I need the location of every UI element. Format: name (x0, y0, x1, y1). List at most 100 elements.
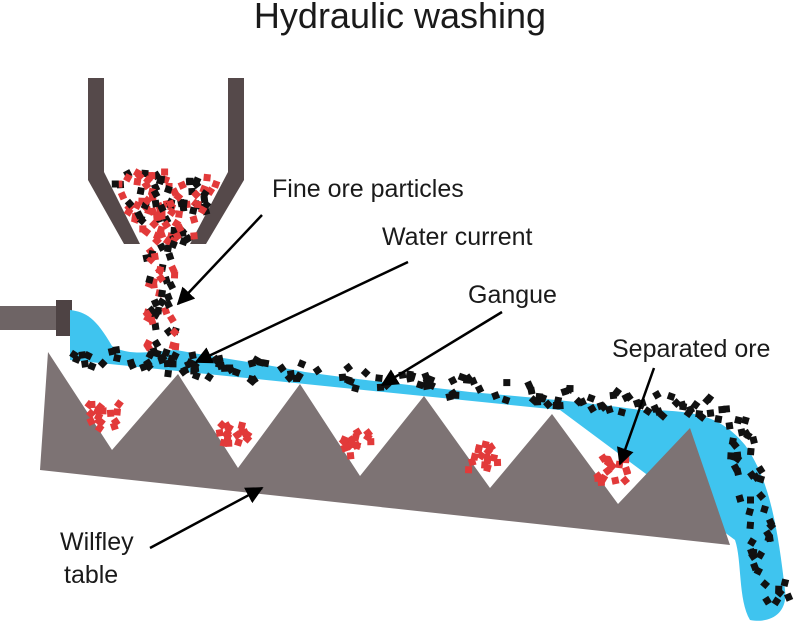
falling-particle (161, 306, 171, 316)
gangue-particle (556, 401, 564, 410)
gangue-particle (746, 521, 755, 530)
hopper-particle (136, 186, 145, 196)
wilfley-table (40, 352, 730, 545)
hopper-particle (203, 173, 211, 182)
separated-ore-particle (363, 432, 373, 442)
hopper-particle (191, 179, 202, 190)
gangue-particle (78, 351, 87, 359)
falling-particle (170, 271, 179, 279)
hopper-particle (170, 226, 178, 235)
gangue-particle (734, 416, 743, 425)
separated-ore-particle (86, 416, 96, 427)
falling-particle (167, 314, 177, 324)
separated-ore-particle (242, 433, 253, 444)
gangue-particle (756, 474, 766, 484)
hopper-particle (157, 203, 167, 213)
gangue-particle (139, 362, 149, 372)
hopper-particle (166, 199, 176, 209)
hopper-particle (179, 198, 188, 207)
separated-ore-particle (113, 399, 124, 410)
hopper (88, 78, 244, 244)
gangue-particle (164, 369, 173, 378)
gangue-particle (753, 566, 764, 576)
gangue-particle (609, 391, 618, 400)
falling-particle (171, 342, 180, 351)
water-inlet-pipe (0, 300, 72, 336)
hopper-particle (173, 191, 184, 202)
falling-particle (156, 297, 167, 308)
hopper-particle (157, 230, 167, 239)
separated-ore-particle (602, 465, 613, 476)
water-current-label: Water current (382, 223, 533, 251)
gangue-particle (145, 350, 156, 360)
gangue-particle (407, 371, 417, 381)
gangue-particle (107, 347, 117, 356)
gangue-particle (97, 358, 108, 369)
gangue-particle (564, 384, 574, 394)
gangue-particle (747, 470, 757, 480)
gangue-particle (543, 399, 553, 410)
separated-ore-particle (597, 478, 605, 486)
falling-particle (150, 298, 161, 308)
hopper-particle (132, 200, 142, 211)
separated-ore-particle (352, 441, 362, 450)
hopper-particle (143, 175, 153, 186)
separated-ore-particle (483, 463, 492, 473)
gangue-particle (586, 393, 596, 403)
gangue-particle (468, 376, 478, 386)
gangue-particle (528, 395, 539, 406)
separated-ore-particle (92, 406, 102, 416)
falling-particle (155, 265, 165, 275)
gangue-particle (503, 379, 511, 387)
gangue-particle (706, 409, 715, 418)
gangue-particle (422, 377, 432, 387)
falling-particle (151, 338, 162, 349)
hopper-particle (139, 225, 147, 233)
gangue-particle (152, 349, 162, 359)
diagram-title: Hydraulic washing (254, 0, 546, 36)
gangue-particle (760, 504, 769, 514)
falling-particle (150, 252, 159, 261)
gangue-particle (702, 395, 713, 406)
gangue-particle (741, 428, 752, 439)
gangue-particle (112, 353, 122, 363)
gangue-particle (284, 372, 295, 383)
gangue-particle (679, 402, 688, 411)
gangue-particle (735, 494, 745, 503)
fine-ore-arrow (176, 214, 263, 306)
hopper-particle (161, 168, 169, 176)
gangue-particle (87, 361, 97, 371)
falling-particle (163, 299, 173, 310)
hopper-particle (123, 173, 133, 183)
hopper-particle (142, 195, 153, 206)
gangue-particle (598, 402, 609, 412)
hopper-particle (157, 212, 166, 221)
separated-ore-particle (483, 446, 494, 457)
separated-ore-particle (611, 476, 620, 485)
fine-ore-label: Fine ore particles (272, 175, 464, 203)
falling-particle (164, 244, 173, 253)
hopper-particle (167, 207, 177, 217)
gangue-particle (733, 467, 742, 476)
gangue-label: Gangue (468, 281, 557, 309)
hopper-particle (151, 199, 160, 208)
gangue-particle (293, 374, 301, 382)
hopper-particle (189, 215, 199, 224)
falling-particle (145, 275, 154, 284)
gangue-particle (191, 371, 201, 381)
hopper-particle (193, 200, 202, 209)
falling-particle (156, 273, 166, 284)
gangue-particle (360, 367, 371, 378)
separated-ore-particle (620, 475, 631, 486)
gangue-particle (763, 529, 773, 539)
separated-ore-particle (340, 443, 350, 453)
separated-ore-particle (338, 436, 349, 447)
water-flow (70, 310, 786, 621)
gangue-particle (733, 451, 742, 460)
hopper-particle (157, 175, 166, 184)
falling-particle (169, 327, 180, 338)
gangue-particle (747, 496, 754, 504)
gangue-particle (351, 384, 360, 393)
gangue-particle (80, 359, 90, 368)
